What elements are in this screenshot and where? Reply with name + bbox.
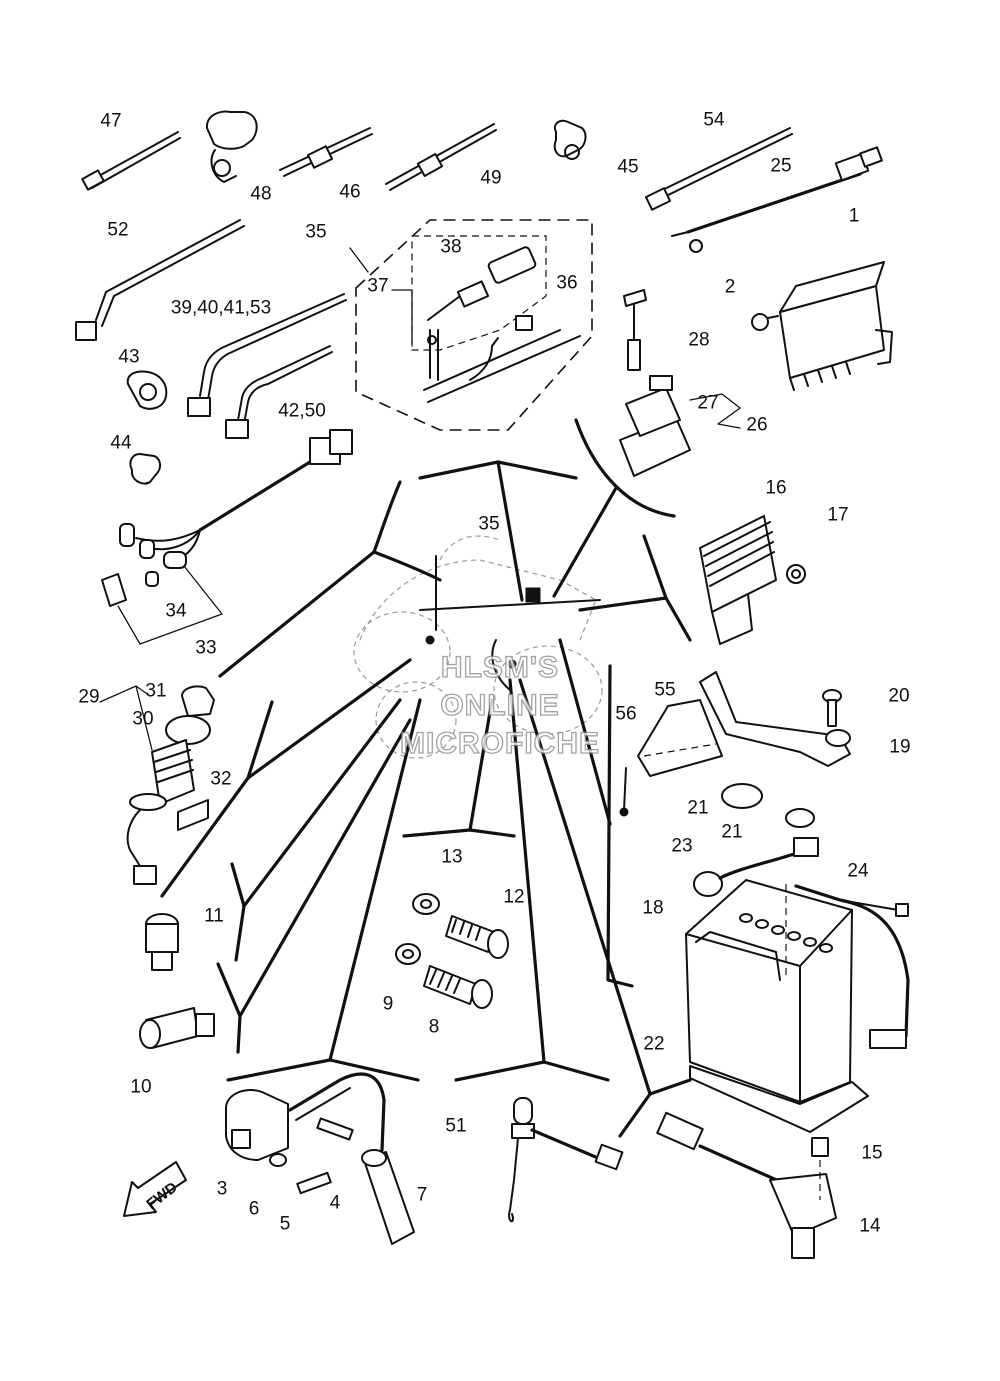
callout-20[interactable]: 20 — [888, 685, 910, 707]
cdi-unit-1[interactable] — [751, 261, 893, 391]
battery-lead-23[interactable] — [693, 837, 819, 897]
callout-14[interactable]: 14 — [859, 1215, 881, 1237]
callout-21-b[interactable]: 21 — [721, 821, 743, 843]
callout-31[interactable]: 31 — [145, 680, 167, 702]
callout-35-mid[interactable]: 35 — [478, 513, 500, 535]
callout-19[interactable]: 19 — [889, 736, 911, 758]
callout-32[interactable]: 32 — [210, 768, 232, 790]
sub-harness-box[interactable] — [355, 219, 593, 431]
callout-1[interactable]: 1 — [848, 205, 860, 227]
sensor-51[interactable] — [508, 1097, 624, 1223]
callout-11[interactable]: 11 — [204, 905, 224, 927]
bolt-20[interactable] — [822, 689, 842, 727]
cable-tie-42[interactable] — [225, 345, 333, 439]
callout-55[interactable]: 55 — [654, 679, 676, 701]
clamp-43[interactable] — [126, 370, 168, 410]
battery-lead-24[interactable] — [785, 884, 910, 1049]
ignition-coil-3[interactable] — [225, 1072, 386, 1195]
callout-29[interactable]: 29 — [78, 686, 100, 708]
callout-10[interactable]: 10 — [130, 1076, 152, 1098]
callout-43[interactable]: 43 — [118, 346, 140, 368]
switch-12[interactable] — [412, 893, 509, 959]
clamp-48[interactable] — [205, 110, 258, 183]
callout-30[interactable]: 30 — [132, 708, 154, 730]
lead-wire-25[interactable] — [671, 146, 883, 253]
watermark-line-1: HLSM'S — [440, 651, 560, 684]
rectifier-regulator-16[interactable] — [699, 515, 806, 645]
switch-8[interactable] — [395, 943, 493, 1009]
callout-39-40-41-53[interactable]: 39,40,41,53 — [170, 297, 272, 319]
callout-56[interactable]: 56 — [615, 703, 637, 725]
callout-22[interactable]: 22 — [643, 1033, 665, 1055]
callout-3[interactable]: 3 — [216, 1178, 228, 1200]
callout-7[interactable]: 7 — [416, 1184, 428, 1206]
callout-44[interactable]: 44 — [110, 432, 132, 454]
callout-52[interactable]: 52 — [107, 219, 129, 241]
callout-17[interactable]: 17 — [827, 504, 849, 526]
callout-47[interactable]: 47 — [100, 110, 122, 132]
callout-6[interactable]: 6 — [248, 1198, 260, 1220]
grommet-21[interactable] — [721, 783, 815, 828]
callout-51[interactable]: 51 — [445, 1115, 467, 1137]
main-switch-29[interactable] — [99, 685, 215, 885]
callout-5[interactable]: 5 — [279, 1213, 291, 1235]
callout-15[interactable]: 15 — [861, 1142, 883, 1164]
callout-34[interactable]: 34 — [165, 600, 187, 622]
callout-28[interactable]: 28 — [688, 329, 710, 351]
callout-54[interactable]: 54 — [703, 109, 725, 131]
watermark-line-3: MICROFICHE — [399, 727, 600, 760]
callout-49[interactable]: 49 — [480, 167, 502, 189]
callout-33[interactable]: 33 — [195, 637, 217, 659]
cable-tie-49[interactable] — [385, 123, 497, 191]
callout-38[interactable]: 38 — [440, 236, 462, 258]
callout-46[interactable]: 46 — [339, 181, 361, 203]
spark-plug-cap-7[interactable] — [361, 1149, 415, 1245]
battery-band-22[interactable] — [689, 1065, 869, 1133]
callout-9[interactable]: 9 — [382, 993, 394, 1015]
wire-harness-33[interactable] — [101, 429, 353, 645]
cable-tie-47[interactable] — [81, 131, 181, 191]
callout-13[interactable]: 13 — [441, 846, 463, 868]
vehicle-outline — [353, 535, 603, 759]
switch-10[interactable] — [139, 1007, 215, 1049]
callout-8[interactable]: 8 — [428, 1016, 440, 1038]
callout-37[interactable]: 37 — [367, 275, 389, 297]
callout-18[interactable]: 18 — [642, 897, 664, 919]
speed-sensor-14[interactable] — [656, 1111, 837, 1259]
callout-26[interactable]: 26 — [746, 414, 768, 436]
clip-44[interactable] — [129, 453, 162, 485]
cable-tie-39[interactable] — [187, 293, 347, 417]
callout-25[interactable]: 25 — [770, 155, 792, 177]
callout-35-top[interactable]: 35 — [305, 221, 327, 243]
callout-27[interactable]: 27 — [697, 392, 719, 414]
watermark-line-2: ONLINE — [440, 689, 560, 722]
cable-tie-46[interactable] — [279, 127, 373, 177]
switch-11[interactable] — [145, 913, 179, 971]
callout-42-50[interactable]: 42,50 — [278, 400, 326, 422]
battery-18[interactable] — [685, 879, 853, 1103]
callout-48[interactable]: 48 — [250, 183, 272, 205]
cable-tie-54[interactable] — [644, 127, 793, 211]
bracket-19[interactable] — [699, 671, 851, 767]
callout-16[interactable]: 16 — [765, 477, 787, 499]
callout-36[interactable]: 36 — [556, 272, 578, 294]
starter-relay-26[interactable] — [619, 289, 691, 477]
callout-2[interactable]: 2 — [724, 276, 736, 298]
forward-arrow-icon — [123, 1161, 187, 1217]
callout-23[interactable]: 23 — [671, 835, 693, 857]
callout-45[interactable]: 45 — [617, 156, 639, 178]
callout-12[interactable]: 12 — [503, 886, 525, 908]
cover-55[interactable] — [619, 699, 723, 817]
clamp-45[interactable] — [553, 119, 587, 160]
cable-tie-52[interactable] — [75, 219, 245, 341]
leader-lines — [160, 247, 741, 1138]
callout-21-a[interactable]: 21 — [687, 797, 709, 819]
callout-24[interactable]: 24 — [847, 860, 869, 882]
callout-4[interactable]: 4 — [329, 1192, 341, 1214]
